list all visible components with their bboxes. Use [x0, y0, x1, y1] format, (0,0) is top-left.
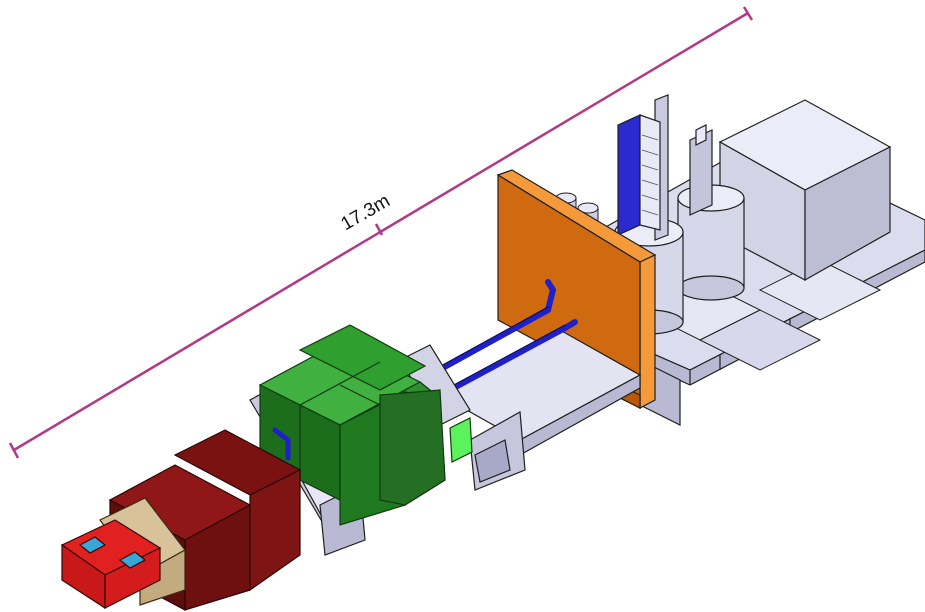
dimension-line: [8, 6, 754, 459]
orange-shield-wall: [496, 169, 657, 409]
central-pipe-elbow: [272, 427, 291, 461]
blue-pipes-outline: [429, 306, 566, 388]
red-front-unit: [60, 519, 162, 610]
green-detector: [258, 324, 473, 526]
rail-beam: [438, 329, 642, 491]
tower-assembly: [617, 94, 713, 241]
blue-pipes: [427, 279, 578, 393]
